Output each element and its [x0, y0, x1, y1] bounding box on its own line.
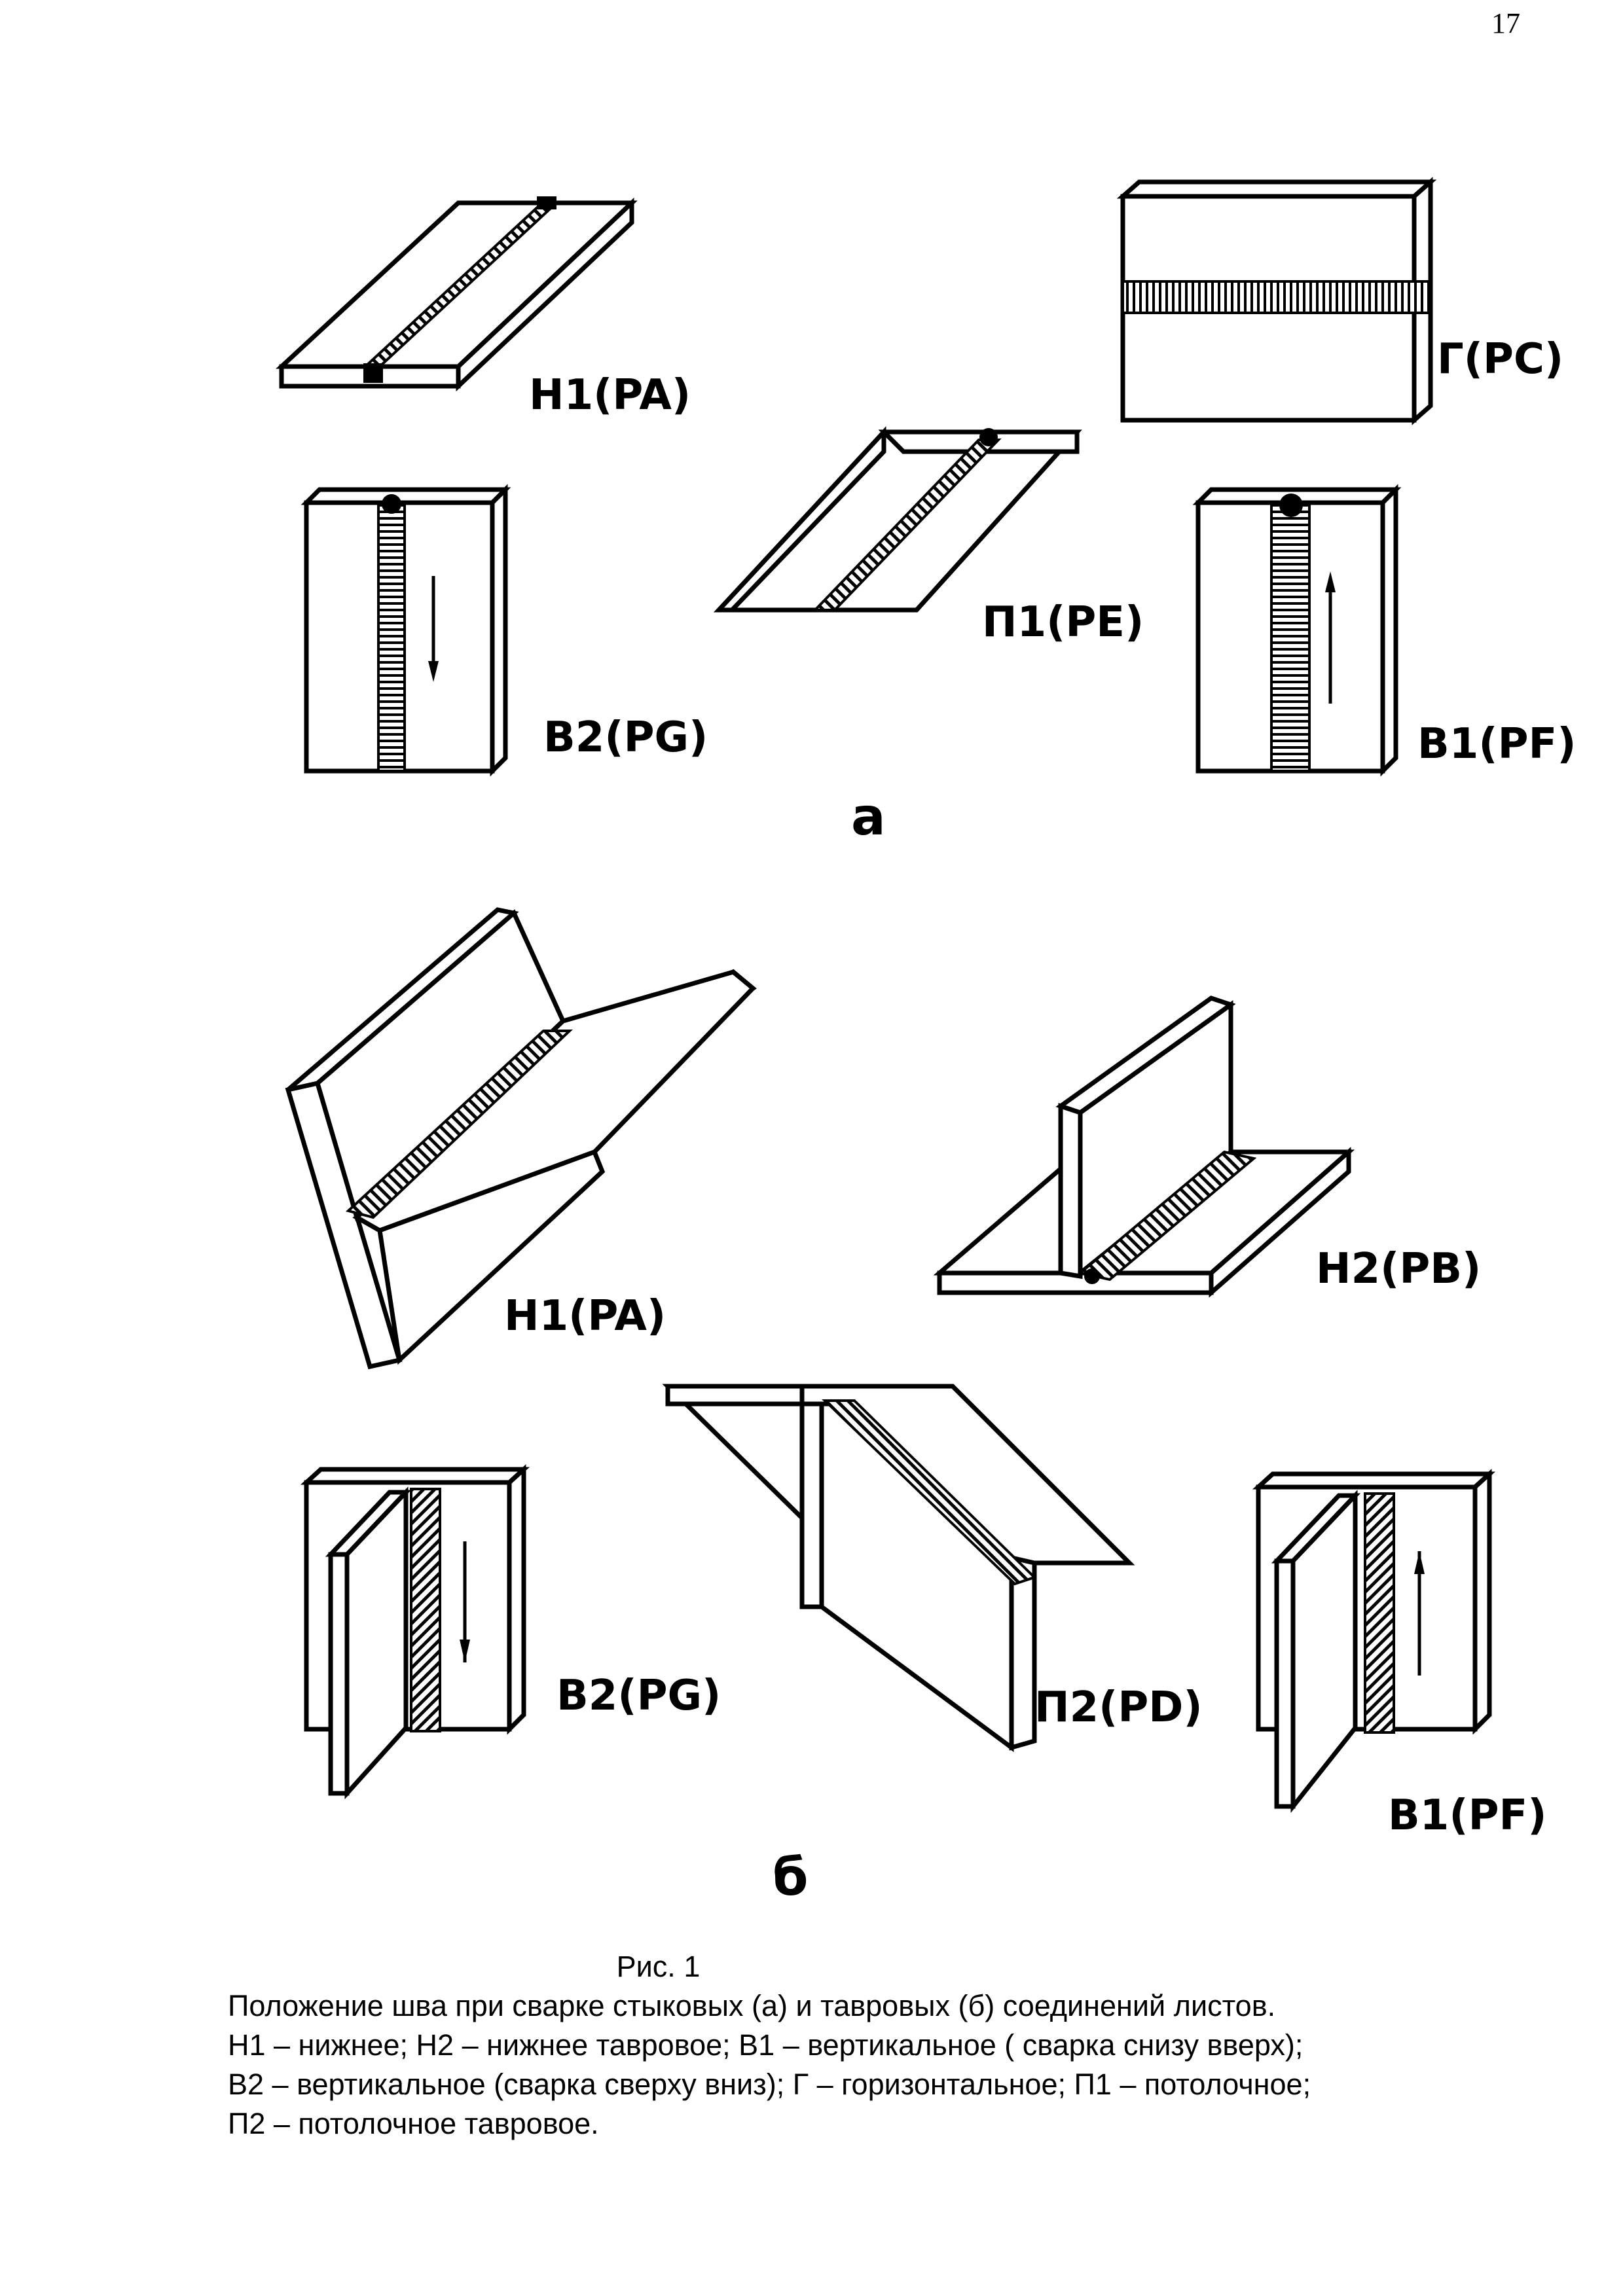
label-b-v2: В2(PG) — [556, 1672, 721, 1720]
welding-positions-figure: Н1(PA) Г(PC) П1(PE) В2(PG) В1(PF) а Н1(P… — [276, 177, 1576, 1907]
label-b-v1: В1(PF) — [1388, 1791, 1546, 1840]
butt-overhead-plate — [713, 426, 1082, 613]
caption-line: В2 – вертикальное (сварка сверху вниз); … — [228, 2068, 1311, 2101]
section-letter-b: б — [773, 1848, 808, 1907]
caption-line: П2 – потолочное тавровое. — [228, 2107, 599, 2140]
butt-flat-plate — [276, 196, 638, 392]
tee-vertical-down — [300, 1464, 530, 1800]
label-a-v1: В1(PF) — [1417, 720, 1576, 768]
caption-line: Н1 – нижнее; Н2 – нижнее тавровое; В1 – … — [228, 2028, 1304, 2062]
tee-vertical-up — [1252, 1469, 1496, 1814]
label-a-v2: В2(PG) — [543, 713, 708, 762]
caption-line: Положение шва при сварке стыковых (а) и … — [228, 1989, 1276, 2022]
section-letter-a: а — [851, 788, 886, 847]
label-a-g: Г(PC) — [1437, 335, 1563, 384]
tee-overhead — [662, 1384, 1135, 1752]
figure-caption: Рис. 1 Положение шва при сварке стыковых… — [228, 1947, 1472, 2144]
tee-flat-corner — [285, 907, 757, 1370]
tee-horizontal — [933, 996, 1355, 1298]
label-b-h1: Н1(PA) — [504, 1292, 666, 1340]
caption-title: Рис. 1 — [616, 1950, 701, 1983]
label-b-h2: Н2(PB) — [1316, 1245, 1481, 1293]
page-number: 17 — [1491, 7, 1520, 39]
label-a-h1: Н1(PA) — [529, 371, 691, 420]
label-b-p2: П2(PD) — [1034, 1683, 1203, 1732]
butt-vertical-down-plate — [301, 484, 511, 777]
butt-vertical-up-plate — [1192, 484, 1402, 777]
label-a-p1: П1(PE) — [982, 598, 1144, 647]
butt-horizontal-plate — [1116, 177, 1437, 425]
